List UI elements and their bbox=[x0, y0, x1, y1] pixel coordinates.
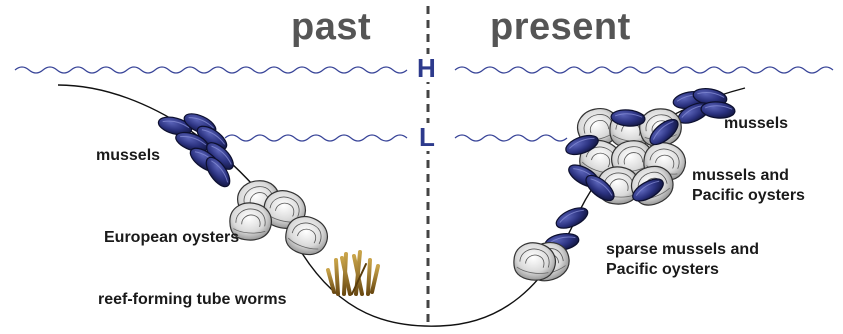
present-mixed-reef bbox=[563, 104, 689, 210]
low-tide-water-line-right bbox=[455, 135, 567, 141]
past-tube-worm-reef bbox=[328, 252, 378, 294]
present-sparse-cluster bbox=[511, 204, 591, 285]
present-label-mussels-pacific-oysters: mussels and Pacific oysters bbox=[692, 166, 832, 206]
low-tide-label: L bbox=[417, 123, 437, 151]
past-label-mussels: mussels bbox=[96, 146, 160, 166]
high-tide-water-line-right bbox=[455, 67, 833, 73]
past-mussel-cluster bbox=[157, 110, 238, 191]
high-tide-water-line-left bbox=[15, 67, 407, 73]
present-label-sparse-mussels-pacific-oysters: sparse mussels and Pacific oysters bbox=[606, 240, 796, 280]
low-tide-water-line-left bbox=[225, 135, 407, 141]
past-european-oyster-cluster bbox=[228, 178, 332, 261]
present-label-mussels: mussels bbox=[724, 114, 788, 134]
past-label-tube-worms: reef-forming tube worms bbox=[98, 290, 286, 310]
past-label-european-oysters: European oysters bbox=[104, 228, 239, 248]
heading-past: past bbox=[291, 6, 371, 49]
high-tide-label: H bbox=[415, 54, 438, 82]
heading-present: present bbox=[490, 6, 631, 49]
